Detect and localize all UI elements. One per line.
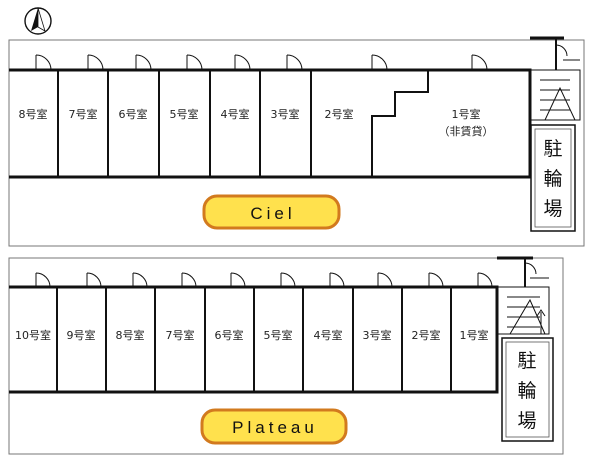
room-label: 8号室	[19, 107, 48, 121]
room-dividers	[57, 70, 429, 177]
bike-parking-label: 場	[543, 198, 562, 220]
building-ciel: 8号室 7号室 6号室 5号室 4号室 3号室 2号室 1号室 （非賃貸） 駐 …	[8, 36, 585, 247]
building-name: Ciel	[250, 204, 295, 223]
building-plateau: 10号室 9号室 8号室 7号室 6号室 5号室 4号室 3号室 2号室 1号室…	[8, 256, 564, 455]
bike-parking-label: 場	[517, 410, 536, 432]
building-name: Plateau	[232, 418, 318, 437]
room-label: 7号室	[166, 328, 195, 342]
room-label: 8号室	[116, 328, 145, 342]
door-icons	[35, 54, 488, 71]
room-label: 2号室	[412, 328, 441, 342]
room-label: 1号室	[460, 328, 489, 342]
room-label: 10号室	[15, 328, 51, 342]
room-label: 4号室	[221, 107, 250, 121]
room-label: 5号室	[264, 328, 293, 342]
room-label: 5号室	[170, 107, 199, 121]
staircase	[529, 36, 581, 121]
room-label: 3号室	[271, 107, 300, 121]
lot-border	[8, 257, 564, 455]
room-label: 7号室	[69, 107, 98, 121]
building-name-badge	[202, 194, 341, 230]
room-label: 9号室	[67, 328, 96, 342]
room-label: 4号室	[314, 328, 343, 342]
bike-parking-label: 輪	[543, 168, 562, 190]
room-label: 2号室	[325, 107, 354, 121]
bike-parking-label: 輪	[517, 380, 536, 402]
bike-parking-area	[530, 124, 576, 232]
door-icons	[35, 272, 493, 288]
room-label: 6号室	[215, 328, 244, 342]
bike-parking-label: 駐	[517, 350, 536, 372]
north-arrow-icon	[24, 7, 52, 35]
room-sublabel: （非賃貸）	[439, 124, 494, 138]
room-dividers	[56, 287, 452, 392]
room-label: 3号室	[363, 328, 392, 342]
room-label: 1号室	[452, 107, 481, 121]
building-outline	[9, 68, 532, 179]
bike-parking-area	[501, 337, 554, 442]
lot-border	[8, 39, 585, 247]
bike-parking-label: 駐	[543, 138, 562, 160]
building-name-badge	[200, 408, 348, 445]
room-label: 6号室	[119, 107, 148, 121]
staircase	[496, 256, 550, 335]
